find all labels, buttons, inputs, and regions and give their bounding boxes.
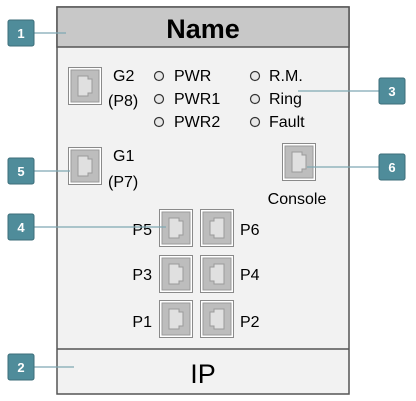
device-name: Name bbox=[166, 14, 240, 44]
callout-number-5: 5 bbox=[17, 164, 24, 179]
port-p6-icon[interactable] bbox=[200, 209, 234, 247]
led-pwr2-icon bbox=[153, 116, 165, 128]
callout-number-3: 3 bbox=[388, 84, 395, 99]
g2-port-label: G2 bbox=[113, 68, 134, 85]
g1-port-label: G1 bbox=[113, 148, 134, 165]
console-label: Console bbox=[268, 191, 327, 208]
callout-number-4: 4 bbox=[17, 220, 25, 235]
g2-port-icon[interactable] bbox=[68, 67, 102, 105]
callout-number-2: 2 bbox=[17, 360, 24, 375]
console-port-icon[interactable] bbox=[282, 143, 316, 181]
port-p5-label: P5 bbox=[132, 222, 152, 239]
callout-badge-2[interactable]: 2 bbox=[7, 353, 35, 381]
callout-badge-5[interactable]: 5 bbox=[7, 157, 35, 185]
callout-number-1: 1 bbox=[17, 26, 24, 41]
led-pwr1-icon bbox=[153, 93, 165, 105]
g1-port-icon[interactable] bbox=[68, 147, 102, 185]
g2-port-alias: (P8) bbox=[108, 93, 138, 110]
port-p5-icon[interactable] bbox=[159, 209, 193, 247]
callout-badge-1[interactable]: 1 bbox=[7, 19, 35, 47]
led-ring-label: Ring bbox=[269, 91, 302, 108]
led-pwr1-label: PWR1 bbox=[174, 91, 220, 108]
device-ip: IP bbox=[190, 359, 216, 389]
callout-number-6: 6 bbox=[388, 160, 395, 175]
callout-badge-6[interactable]: 6 bbox=[378, 153, 406, 181]
callout-badge-4[interactable]: 4 bbox=[7, 213, 35, 241]
port-p1-label: P1 bbox=[132, 314, 152, 331]
led-fault-label: Fault bbox=[269, 114, 305, 131]
port-p2-icon[interactable] bbox=[200, 300, 234, 338]
led-rm-icon bbox=[249, 70, 261, 82]
led-pwr2-label: PWR2 bbox=[174, 114, 220, 131]
port-p6-label: P6 bbox=[240, 222, 260, 239]
port-p4-icon[interactable] bbox=[200, 255, 234, 293]
callout-badge-3[interactable]: 3 bbox=[378, 77, 406, 105]
led-ring-icon bbox=[249, 93, 261, 105]
port-p3-label: P3 bbox=[132, 267, 152, 284]
led-pwr-icon bbox=[153, 70, 165, 82]
led-pwr-label: PWR bbox=[174, 68, 211, 85]
port-p3-icon[interactable] bbox=[159, 255, 193, 293]
name-header bbox=[56, 6, 350, 48]
port-p1-icon[interactable] bbox=[159, 300, 193, 338]
led-fault-icon bbox=[249, 116, 261, 128]
callout-leaders bbox=[33, 32, 383, 368]
g1-port-alias: (P7) bbox=[108, 174, 138, 191]
port-p2-label: P2 bbox=[240, 314, 260, 331]
led-indicators: PWR PWR1 PWR2 R.M. Ring Fault bbox=[153, 68, 305, 131]
led-rm-label: R.M. bbox=[269, 68, 303, 85]
port-p4-label: P4 bbox=[240, 267, 260, 284]
